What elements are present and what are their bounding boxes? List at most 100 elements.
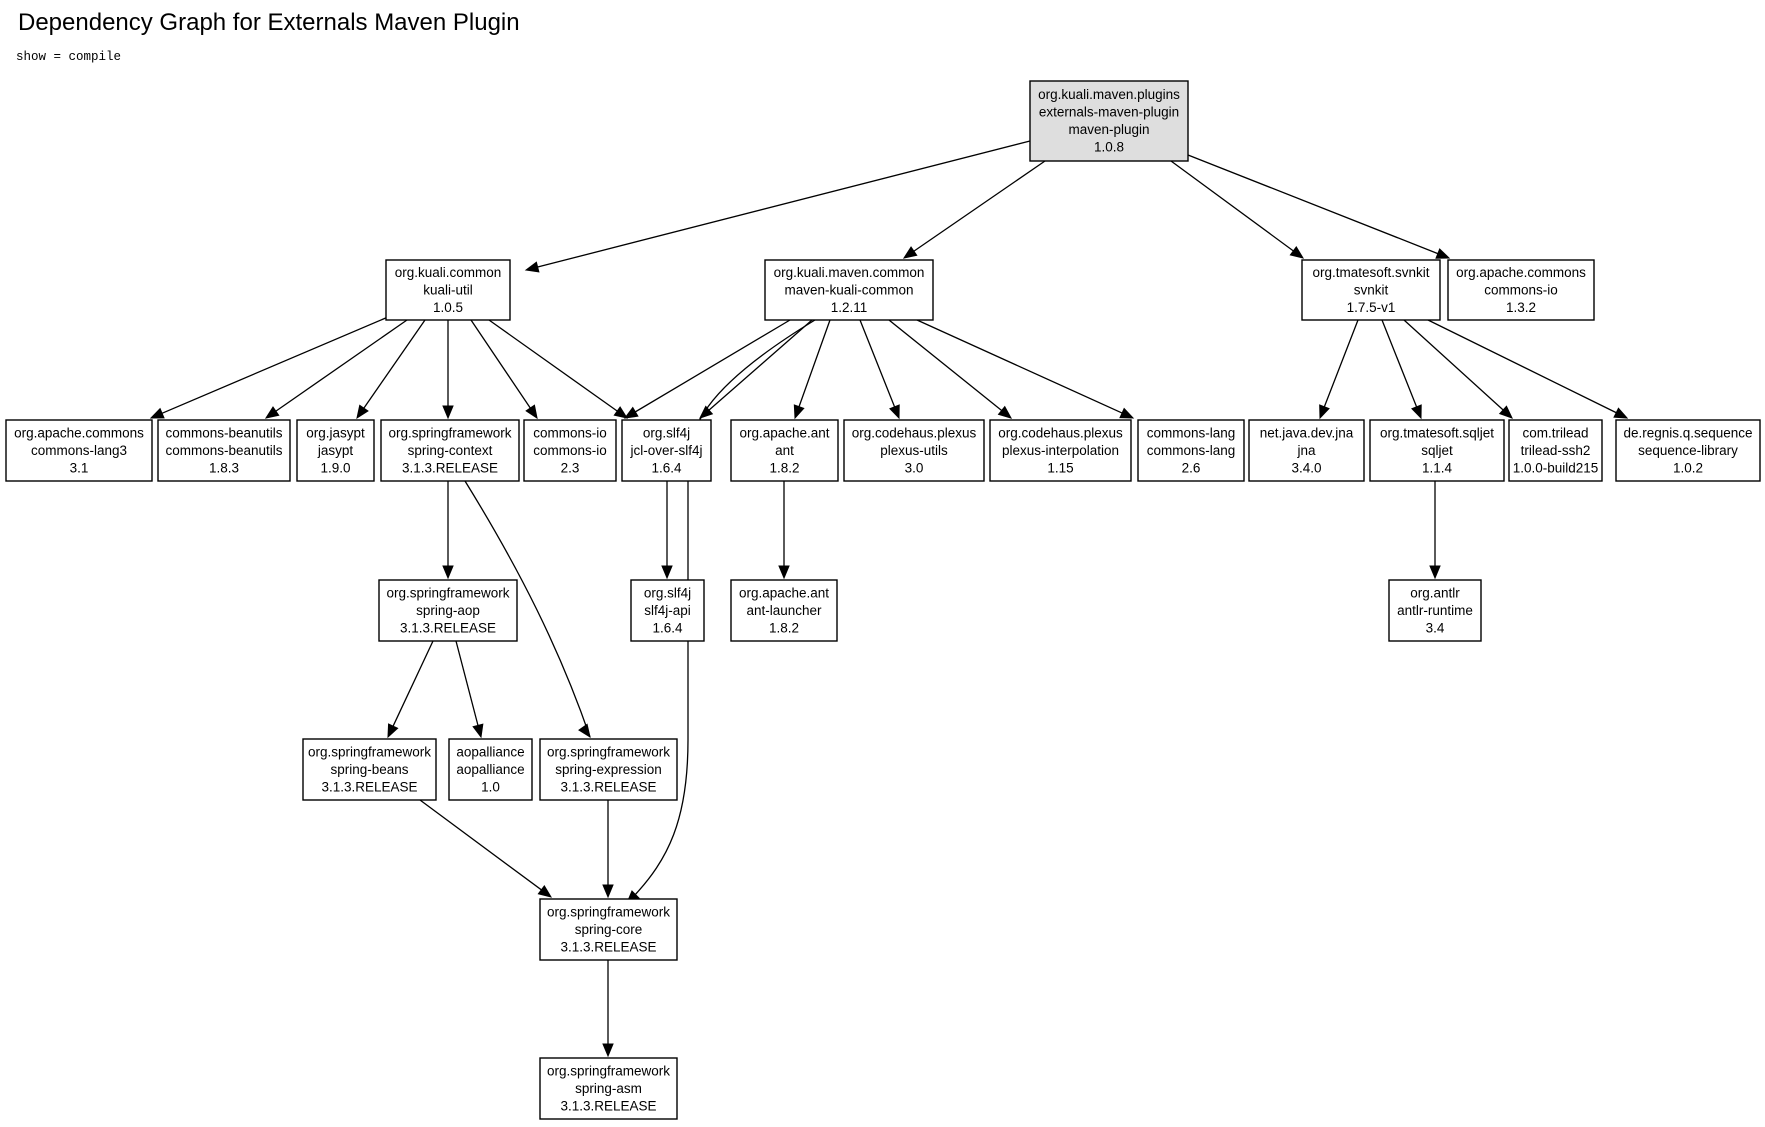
edge-line bbox=[362, 319, 426, 410]
dependency-node-aopalliance: aopalliance aopalliance 1.0 bbox=[448, 738, 533, 801]
node-version: 1.9.0 bbox=[320, 460, 350, 475]
edge-line bbox=[912, 160, 1046, 253]
node-group-id: org.tmatesoft.svnkit bbox=[1312, 265, 1429, 280]
edge-arrowhead bbox=[602, 884, 614, 899]
node-version: 1.0.5 bbox=[433, 300, 463, 315]
edge-line bbox=[455, 640, 479, 727]
node-group-id: org.springframework bbox=[386, 585, 509, 600]
dependency-edge-spring-aop-to-spring-beans bbox=[387, 640, 434, 739]
dependency-edge-root-to-maven-kuali-common bbox=[902, 160, 1046, 259]
node-version: 1.0.0-build215 bbox=[1513, 460, 1599, 475]
node-box bbox=[1301, 259, 1441, 321]
edge-arrowhead bbox=[1411, 404, 1422, 420]
edge-arrowhead bbox=[602, 1043, 614, 1058]
node-version: 1.2.11 bbox=[831, 300, 868, 315]
edge-line bbox=[536, 140, 1031, 268]
node-box bbox=[380, 419, 520, 482]
node-box bbox=[296, 419, 375, 482]
node-artifact-id: commons-beanutils bbox=[165, 443, 282, 458]
dependency-edge-maven-kuali-common-to-jcl-over-slf4j bbox=[623, 319, 791, 419]
node-version: 1.8.2 bbox=[769, 620, 799, 635]
edge-line bbox=[798, 319, 831, 408]
node-artifact-id: plexus-interpolation bbox=[1002, 443, 1119, 458]
edge-line bbox=[392, 640, 434, 728]
dependency-node-sequence-library: de.regnis.q.sequencesequence-library1.0.… bbox=[1615, 419, 1761, 482]
edge-arrowhead bbox=[578, 723, 591, 739]
edge-arrowhead bbox=[902, 246, 918, 259]
node-group-id: org.springframework bbox=[547, 904, 670, 919]
node-group-id: org.jasypt bbox=[306, 425, 365, 440]
dependency-node-kuali-util: org.kuali.common kuali-util 1.0.5 bbox=[385, 259, 511, 321]
edge-arrowhead bbox=[524, 261, 540, 273]
graph-title: Dependency Graph for Externals Maven Plu… bbox=[18, 9, 520, 36]
node-artifact-id: svnkit bbox=[1354, 282, 1389, 297]
node-artifact-id: aopalliance bbox=[456, 762, 524, 777]
node-group-id: org.springframework bbox=[308, 744, 431, 759]
node-box bbox=[730, 579, 838, 642]
edge-arrowhead bbox=[1119, 407, 1135, 419]
node-group-id: aopalliance bbox=[456, 744, 524, 759]
node-box bbox=[1137, 419, 1245, 482]
node-version: 1.0 bbox=[481, 779, 500, 794]
node-group-id: de.regnis.q.sequence bbox=[1623, 425, 1752, 440]
dependency-edge-kuali-util-to-jcl-over-slf4j bbox=[488, 319, 629, 419]
dependency-node-plexus-interpolation: org.codehaus.plexusplexus-interpolation1… bbox=[989, 419, 1132, 482]
dependency-edge-kuali-util-to-commons-io-23 bbox=[470, 319, 538, 420]
edge-line bbox=[1427, 319, 1618, 414]
dependency-node-spring-expression: org.springframeworkspring-expression3.1.… bbox=[539, 738, 678, 801]
node-version: 3.1.3.RELEASE bbox=[402, 460, 498, 475]
node-group-id: org.kuali.maven.plugins bbox=[1038, 87, 1180, 102]
dependency-edge-svnkit-to-jna bbox=[1319, 319, 1359, 420]
node-box bbox=[621, 419, 712, 482]
node-group-id: org.tmatesoft.sqljet bbox=[1380, 425, 1494, 440]
node-group-id: org.springframework bbox=[547, 1063, 670, 1078]
dependency-edge-spring-context-to-spring-aop bbox=[442, 481, 454, 580]
node-version: 1.15 bbox=[1047, 460, 1073, 475]
node-group-id: org.kuali.common bbox=[395, 265, 502, 280]
dependency-edge-spring-aop-to-aopalliance bbox=[455, 640, 484, 739]
edge-line bbox=[888, 319, 1003, 412]
edge-arrowhead bbox=[623, 406, 639, 419]
node-box bbox=[989, 419, 1132, 482]
node-group-id: com.trilead bbox=[1522, 425, 1588, 440]
node-group-id: org.springframework bbox=[547, 744, 670, 759]
edge-arrowhead bbox=[525, 404, 538, 420]
node-artifact-id: kuali-util bbox=[423, 282, 473, 297]
node-box bbox=[1388, 579, 1482, 642]
node-version: 3.1 bbox=[70, 460, 89, 475]
dependency-edge-spring-core-to-spring-asm bbox=[602, 960, 614, 1058]
edge-arrowhead bbox=[537, 884, 553, 898]
node-group-id: org.antlr bbox=[1410, 585, 1460, 600]
dependency-edge-maven-kuali-common-to-ant bbox=[793, 319, 831, 420]
dependency-edge-maven-kuali-common-to-plexus-utils bbox=[859, 319, 900, 420]
node-box bbox=[1508, 419, 1603, 482]
node-box bbox=[5, 419, 153, 482]
edge-line bbox=[488, 319, 619, 413]
dependency-node-maven-kuali-common: org.kuali.maven.commonmaven-kuali-common… bbox=[764, 259, 934, 321]
node-artifact-id: maven-kuali-common bbox=[784, 282, 913, 297]
dependency-node-root: org.kuali.maven.plugins externals-maven-p… bbox=[1029, 80, 1189, 162]
dependency-edge-svnkit-to-trilead-ssh2 bbox=[1403, 319, 1513, 419]
edge-line bbox=[1187, 154, 1440, 255]
node-box bbox=[730, 419, 839, 482]
edge-arrowhead bbox=[1498, 405, 1513, 419]
node-box bbox=[539, 738, 678, 801]
edge-arrowhead bbox=[1613, 407, 1629, 419]
node-version: 1.1.4 bbox=[1422, 460, 1453, 475]
edge-line bbox=[859, 319, 896, 409]
node-version: 3.1.3.RELEASE bbox=[321, 779, 417, 794]
dependency-edge-root-to-svnkit bbox=[1170, 160, 1305, 259]
edge-arrowhead bbox=[387, 723, 399, 739]
node-artifact-id: externals-maven-plugin bbox=[1039, 105, 1179, 120]
edge-arrowhead bbox=[442, 405, 454, 420]
node-group-id: org.apache.commons bbox=[1456, 265, 1586, 280]
node-box bbox=[385, 259, 511, 321]
dependency-edge-maven-kuali-common-to-plexus-interpolation bbox=[888, 319, 1013, 419]
